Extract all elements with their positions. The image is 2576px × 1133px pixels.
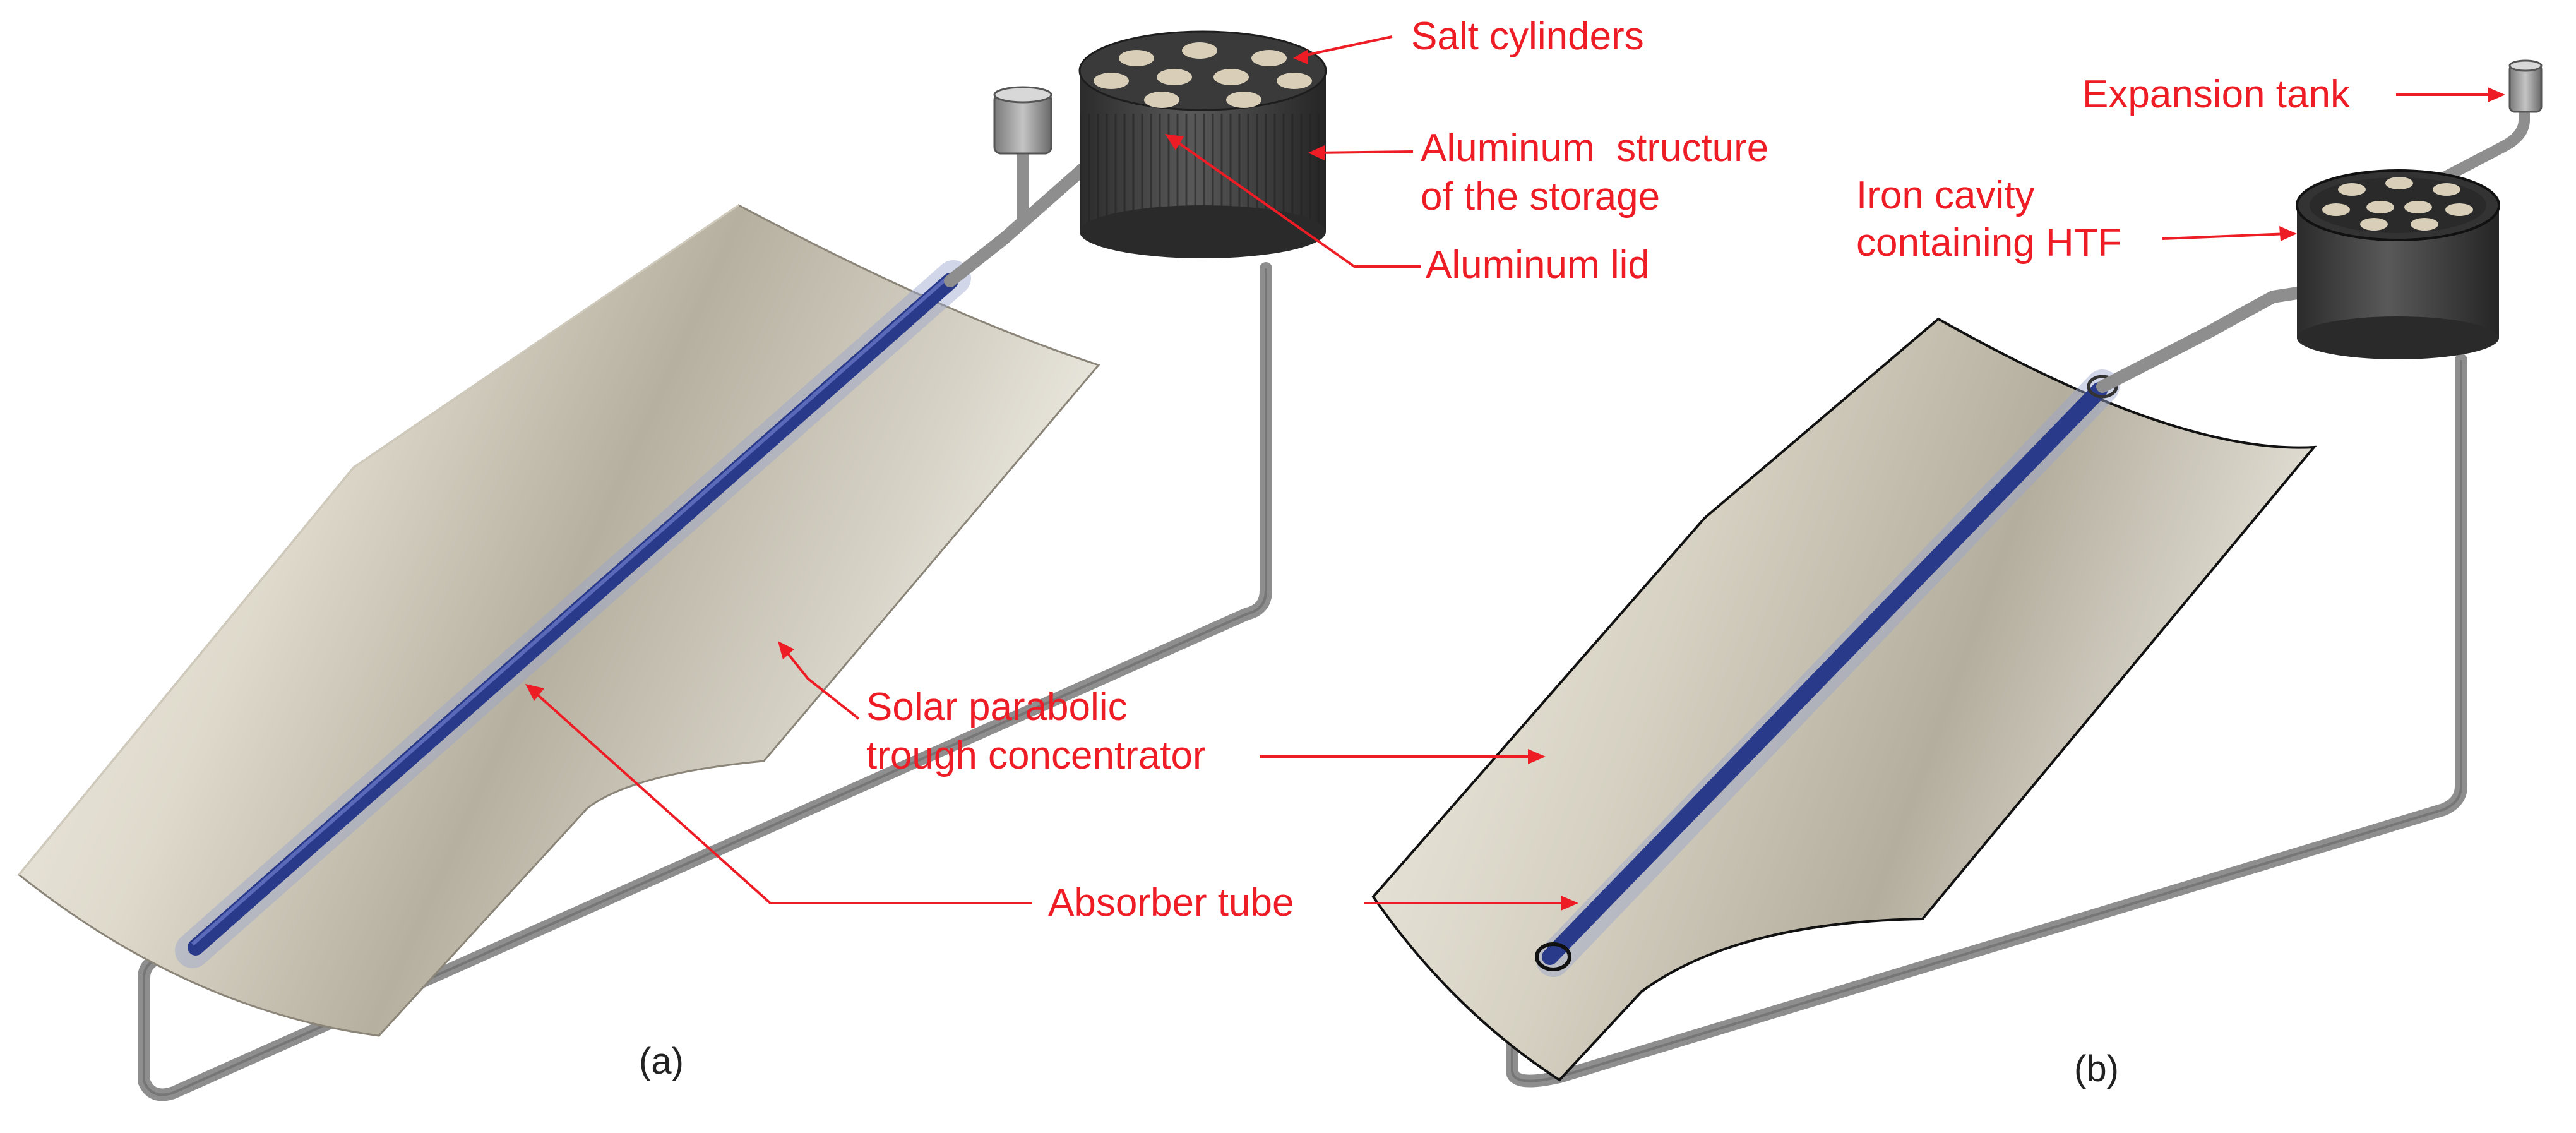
- arrowhead-icon: [2279, 226, 2297, 241]
- label-solar-trough-line1: Solar parabolic: [866, 685, 1128, 729]
- salt-cylinder: [1251, 50, 1287, 66]
- label-iron-cavity-line1: Iron cavity: [1856, 174, 2035, 217]
- salt-cylinder: [2360, 218, 2388, 231]
- leader-lines: [529, 35, 2497, 904]
- salt-cylinder: [2433, 183, 2460, 196]
- label-aluminum-structure-line2: of the storage: [1421, 175, 1660, 219]
- salt-cylinder: [2404, 201, 2432, 213]
- salt-cylinder: [2338, 183, 2366, 196]
- salt-cylinder: [1157, 69, 1192, 85]
- label-iron-cavity-line2: containing HTF: [1856, 221, 2121, 265]
- absorber-tube-b: [1542, 382, 2108, 965]
- salt-cylinder: [1119, 50, 1154, 66]
- storage-tank-a: [1078, 30, 1327, 258]
- caption-a: (a): [639, 1041, 684, 1082]
- label-aluminum-structure-line1: Aluminum structure: [1421, 126, 1768, 170]
- label-aluminum-lid: Aluminum lid: [1426, 243, 1650, 287]
- arrowhead-icon: [1308, 145, 1325, 160]
- arrowhead-icon: [1165, 134, 1184, 150]
- salt-cylinder: [1213, 69, 1249, 85]
- arrowhead-icon: [1528, 749, 1546, 764]
- salt-cylinder: [2322, 203, 2350, 216]
- arrowhead-icon: [525, 684, 544, 701]
- salt-cylinder: [1277, 73, 1312, 89]
- panel-b: [1371, 59, 2543, 1088]
- arrowhead-icon: [1561, 896, 1578, 911]
- salt-cylinder: [1182, 42, 1217, 59]
- salt-cylinder: [2385, 177, 2413, 189]
- labels: Salt cylinders Aluminum structure of the…: [639, 15, 2351, 1089]
- arrowhead-icon: [2488, 87, 2505, 102]
- inlet-pipe-b: [2096, 284, 2320, 393]
- expansion-pipe-a: [998, 146, 1029, 244]
- salt-cylinder: [1226, 92, 1261, 108]
- label-absorber-tube: Absorber tube: [1048, 881, 1294, 925]
- storage-tank-b: [2296, 169, 2500, 359]
- label-solar-trough-line2: trough concentrator: [866, 734, 1206, 777]
- salt-cylinder: [2445, 203, 2473, 216]
- label-expansion-tank: Expansion tank: [2082, 73, 2351, 116]
- salt-cylinder: [2411, 218, 2438, 231]
- expansion-pipe-b: [2425, 99, 2530, 190]
- panel-a: [17, 30, 1327, 1101]
- arrowhead-icon: [1293, 49, 1308, 64]
- parabolic-trough-b: [1371, 317, 2317, 1082]
- caption-b: (b): [2074, 1048, 2119, 1089]
- salt-cylinder: [2366, 201, 2394, 213]
- arrowheads: [525, 49, 2505, 911]
- salt-cylinder: [1144, 92, 1179, 108]
- salt-cylinder: [1094, 73, 1129, 89]
- arrowhead-icon: [778, 641, 794, 659]
- absorber-tube-a: [188, 273, 958, 956]
- label-salt-cylinders: Salt cylinders: [1411, 15, 1644, 58]
